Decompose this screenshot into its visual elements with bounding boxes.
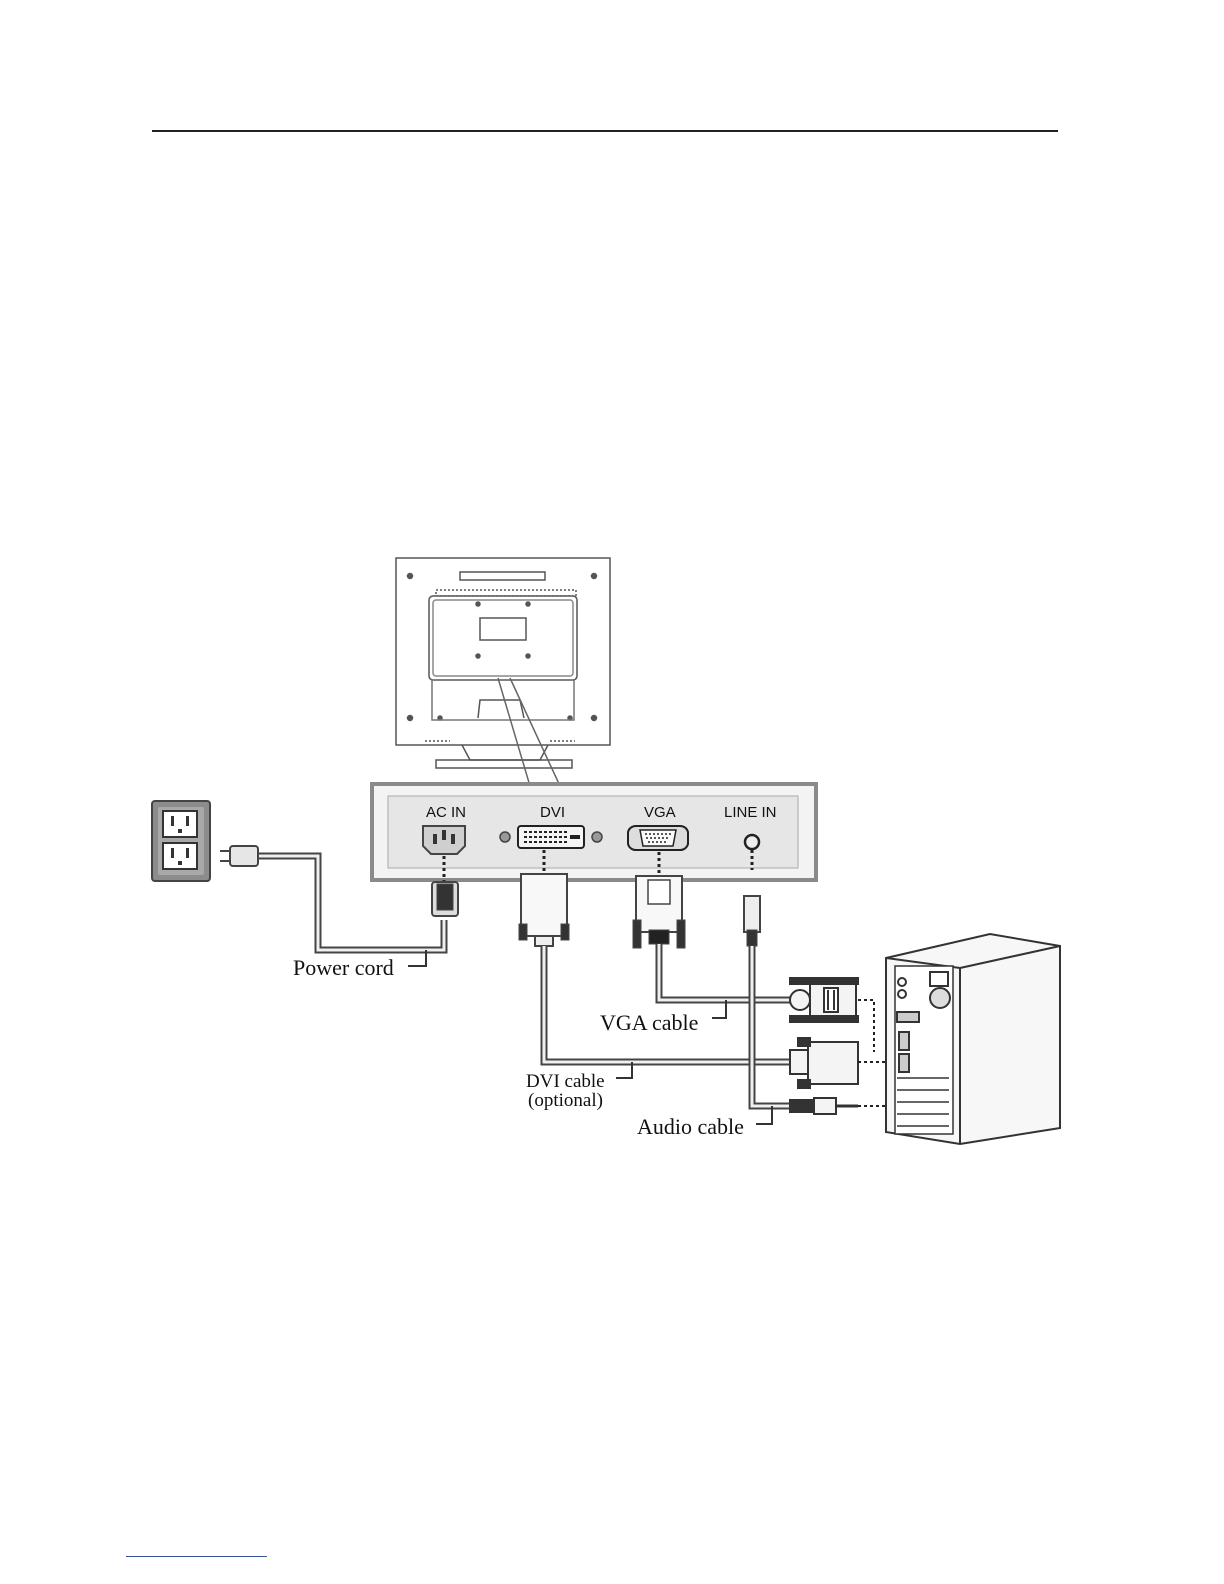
dvi-label: DVI bbox=[540, 804, 565, 821]
line-in-jack-icon bbox=[745, 835, 759, 849]
audio-cable-label: Audio cable bbox=[637, 1114, 744, 1139]
dvi-optional-label: (optional) bbox=[528, 1090, 603, 1111]
vga-cable bbox=[633, 876, 790, 1000]
vga-port-icon bbox=[628, 826, 688, 850]
line-in-label: LINE IN bbox=[724, 804, 777, 821]
ac-in-socket-icon bbox=[423, 826, 465, 854]
vga-label: VGA bbox=[644, 804, 676, 821]
pc-audio-plug-icon bbox=[790, 1098, 858, 1114]
footnote-rule bbox=[126, 1556, 267, 1557]
pc-dvi-connector-icon bbox=[790, 1038, 858, 1088]
ac-in-label: AC IN bbox=[426, 804, 466, 821]
monitor-rear-view bbox=[396, 558, 610, 786]
port-panel: AC IN DVI VGA LINE IN bbox=[372, 784, 816, 882]
pc-vga-connector-icon bbox=[790, 978, 858, 1022]
power-cord-label: Power cord bbox=[293, 955, 394, 980]
computer-tower-icon bbox=[886, 934, 1060, 1144]
vga-cable-label: VGA cable bbox=[600, 1010, 698, 1035]
wall-outlet-icon bbox=[152, 801, 210, 881]
dvi-cable-label: DVI cable bbox=[526, 1071, 605, 1092]
